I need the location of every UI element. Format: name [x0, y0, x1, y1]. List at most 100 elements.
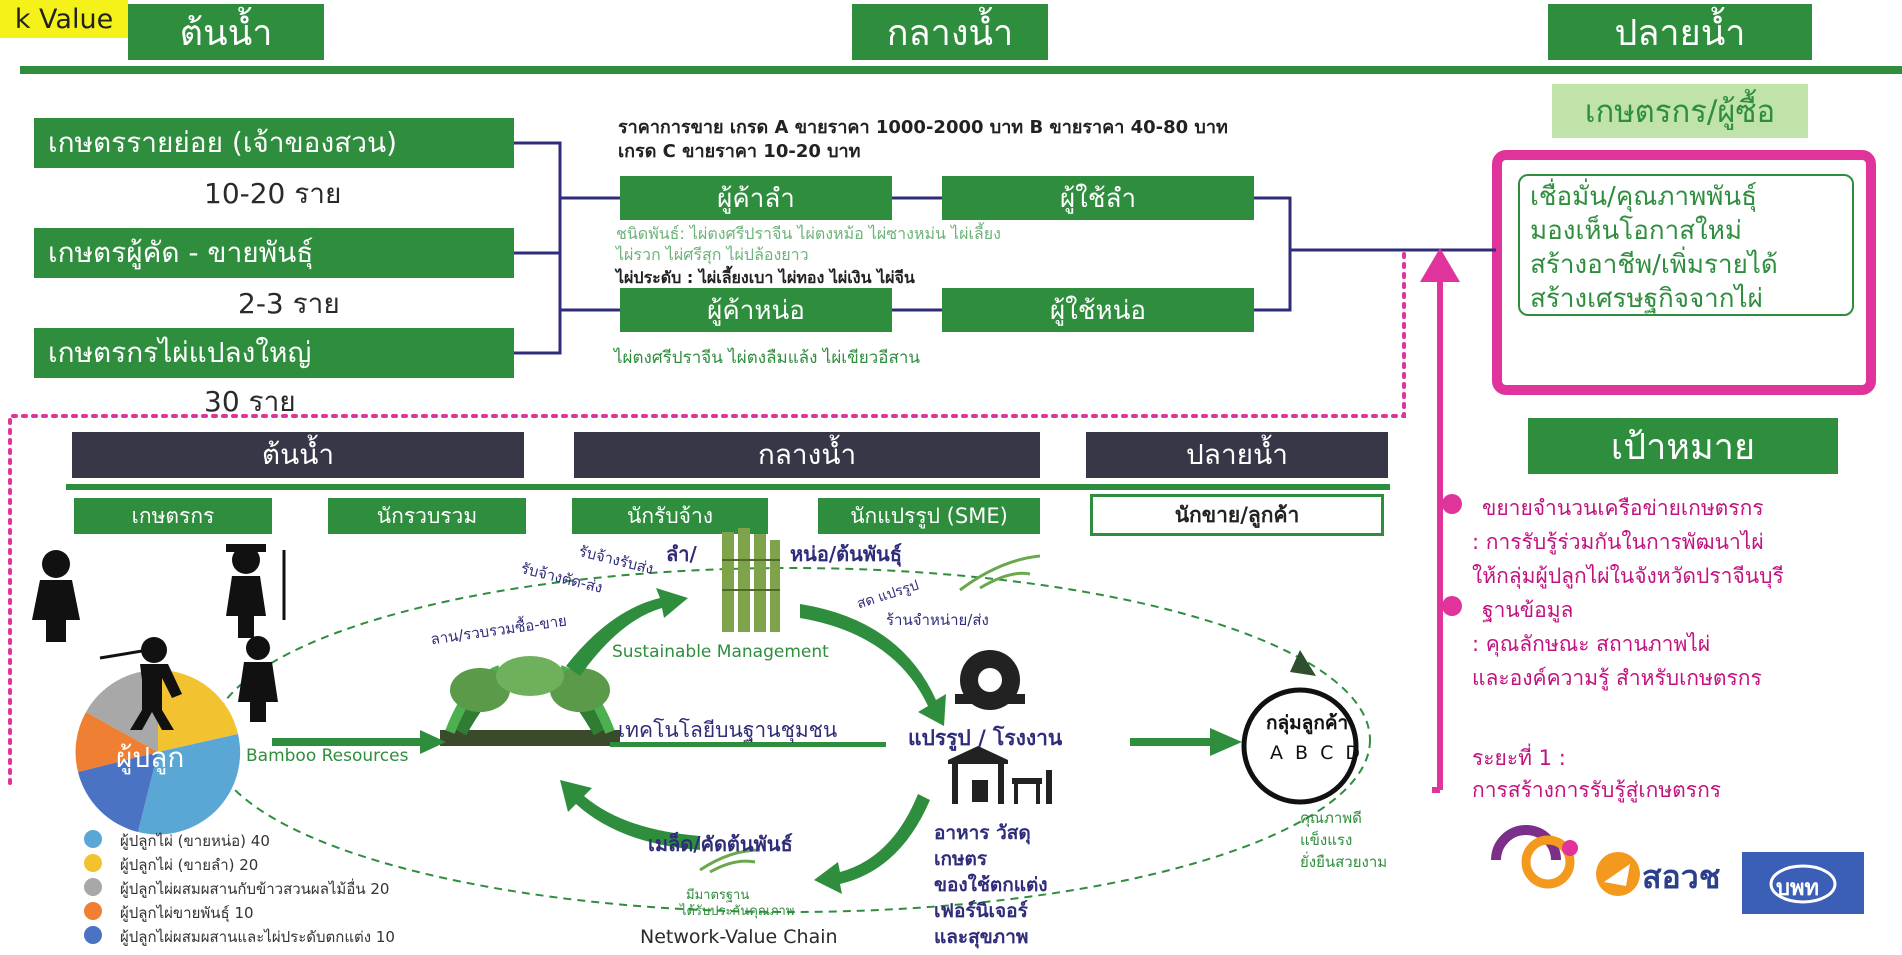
- farmer-silhouette-icon: [32, 544, 286, 730]
- seed-label: เมล็ด/คัดต้นพันธ์: [648, 832, 793, 856]
- target-line-5: : คุณลักษณะ สถานภาพไผ่: [1472, 632, 1711, 656]
- target-bullet-1: [1442, 494, 1462, 514]
- top-header-midstream: กลางน้ำ: [852, 4, 1048, 60]
- magenta-dotted-border: [8, 252, 1406, 792]
- saw-blade-icon: [955, 650, 1025, 710]
- logo-ao-icon: [1491, 825, 1578, 889]
- target-line-4: ฐานข้อมูล: [1482, 598, 1574, 622]
- middle-connectors: [892, 196, 1496, 312]
- product-line-5: และสุขภาพ: [934, 926, 1029, 948]
- lower-green-rule: [66, 484, 1390, 490]
- target-line-2: : การรับรู้ร่วมกันในการพัฒนาไผ่: [1472, 530, 1764, 554]
- process-label: แปรรูป / โรงงาน: [908, 726, 1063, 750]
- legend-dot-5: [84, 926, 102, 944]
- species-stalk-line1: ชนิดพันธ์: ไผ่ตงศรีปราจีน ไผ่ตงหม้อ ไผ่ซ…: [616, 224, 1001, 243]
- price-note-line2: เกรด C ขายราคา 10-20 บาท: [618, 141, 861, 162]
- role-collector: นักรวบรวม: [328, 498, 526, 534]
- farmer-bracket-connector: [514, 141, 620, 355]
- legend-dot-1: [84, 830, 102, 848]
- network-dashed-ellipse: [209, 567, 1371, 913]
- product-line-2: เกษตร: [934, 848, 988, 870]
- standard-line-2: ได้รับประกันคุณภาพ: [680, 904, 795, 919]
- target-line-1: ขยายจำนวนเครือข่ายเกษตรกร: [1482, 496, 1764, 520]
- customer-circle: [1241, 687, 1359, 805]
- legend-label-2: ผู้ปลูกไผ่ (ขายลำ) 20: [120, 856, 259, 874]
- species-ornamental: ไผ่ประดับ : ไผ่เลี้ยงเบา ไผ่ทอง ไผ่เงิน …: [616, 268, 915, 287]
- target-line-3: ให้กลุ่มผู้ปลูกไผ่ในจังหวัดปราจีนบุรี: [1472, 564, 1784, 588]
- benefit-1: เชื่อมั่น/คุณภาพพันธุ์: [1530, 182, 1757, 212]
- buyer-header: เกษตรกร/ผู้ซื้อ: [1552, 84, 1808, 138]
- target-line-6: และองค์ความรู้ สำหรับเกษตรกร: [1472, 666, 1762, 690]
- bamboo-resources-label: Bamboo Resources: [246, 746, 409, 766]
- standard-line-1: มีมาตรฐาน: [686, 888, 750, 903]
- trader-stalk-box: ผู้ค้าลำ: [620, 176, 892, 220]
- legend-dot-4: [84, 902, 102, 920]
- benefit-inner-box: [1518, 174, 1854, 316]
- stalk-label: ลำ/: [666, 542, 697, 566]
- farmer-count-seller: 2-3 ราย: [238, 287, 340, 320]
- target-phase-1: ระยะที่ 1 :: [1472, 746, 1566, 770]
- logo-pwk-box: [1742, 852, 1864, 914]
- price-note-line1: ราคาการขาย เกรด A ขายราคา 1000-2000 บาท …: [618, 117, 1228, 138]
- species-shoot: ไผ่ตงศรีปราจีน ไผ่ตงลืมแล้ง ไผ่เขียวอีสา…: [614, 348, 920, 368]
- trader-shoot-box: ผู้ค้าหน่อ: [620, 288, 892, 332]
- user-shoot-box: ผู้ใช้หน่อ: [942, 288, 1254, 332]
- target-bullet-2: [1442, 596, 1462, 616]
- target-phase-2: การสร้างการรับรู้สู่เกษตรกร: [1472, 778, 1722, 802]
- benefit-frame: [1492, 150, 1876, 395]
- farmer-box-smallholder: เกษตรรายย่อย (เจ้าของสวน): [34, 118, 514, 168]
- farmer-count-smallholder: 10-20 ราย: [204, 177, 342, 210]
- top-header-upstream: ต้นน้ำ: [128, 4, 324, 60]
- lower-header-downstream: ปลายน้ำ: [1086, 432, 1388, 478]
- quality-line-3: ยั่งยืนสวยงาม: [1300, 853, 1388, 871]
- customer-abcd: A B C D: [1270, 742, 1364, 764]
- sustainable-label: Sustainable Management: [612, 642, 829, 662]
- logo-sawp-icon: [1596, 852, 1640, 896]
- role-seller: นักขาย/ลูกค้า: [1090, 494, 1384, 536]
- product-line-4: เฟอร์นิเจอร์: [934, 900, 1028, 922]
- role-farmer: เกษตรกร: [74, 498, 272, 534]
- shoot-label: หน่อ/ต้นพันธุ์: [790, 542, 902, 566]
- network-label: Network-Value Chain: [640, 926, 838, 948]
- product-line-1: อาหาร วัสดุ: [934, 822, 1031, 844]
- bamboo-forest-image: [440, 656, 620, 746]
- bamboo-shoot-image: [699, 554, 1041, 874]
- product-line-3: ของใช้ตกแต่ง: [934, 874, 1048, 896]
- user-stalk-box: ผู้ใช้ลำ: [942, 176, 1254, 220]
- lower-header-midstream: กลางน้ำ: [574, 432, 1040, 478]
- legend-dot-2: [84, 854, 102, 872]
- legend-label-5: ผู้ปลูกไผ่ผสมผสานและไผ่ประดับตกแต่ง 10: [120, 928, 395, 946]
- customer-label: กลุ่มลูกค้า: [1266, 712, 1349, 734]
- furniture-icon: [948, 746, 1052, 804]
- top-header-downstream: ปลายน้ำ: [1548, 4, 1812, 60]
- farmer-box-seller: เกษตรผู้คัด - ขายพันธุ์: [34, 228, 514, 278]
- magenta-up-arrow-icon: [1420, 248, 1460, 282]
- benefit-4: สร้างเศรษฐกิจจากไผ่: [1530, 284, 1763, 314]
- target-header: เป้าหมาย: [1528, 418, 1838, 474]
- grower-label: ผู้ปลูก: [116, 741, 185, 774]
- logo-sawp-text: สอวช: [1642, 858, 1721, 896]
- dashed-arrowhead-icon: [1290, 650, 1316, 676]
- legend-label-4: ผู้ปลูกไผ่ขายพันธุ์ 10: [120, 904, 254, 922]
- role-contractor: นักรับจ้าง: [572, 498, 768, 534]
- benefit-3: สร้างอาชีพ/เพิ่มรายได้: [1530, 250, 1778, 280]
- bamboo-stalk-image: [722, 528, 780, 632]
- species-stalk-line2: ไผ่รวก ไผ่ศรีสุก ไผ่ปล้องยาว: [616, 245, 809, 264]
- shop-label: ร้านจำหน่าย/ส่ง: [886, 611, 989, 629]
- logo-pwk-text: บพท: [1776, 876, 1819, 901]
- legend-label-1: ผู้ปลูกไผ่ (ขายหน่อ) 40: [120, 832, 270, 850]
- legend-dot-3: [84, 878, 102, 896]
- cycle-arrows: [272, 588, 1242, 894]
- quality-line-2: แข็งแรง: [1300, 831, 1353, 849]
- grower-pie-icon: [75, 669, 241, 835]
- quality-line-1: คุณภาพดี: [1300, 809, 1362, 827]
- role-processor: นักแปรรูป (SME): [818, 498, 1040, 534]
- legend-label-3: ผู้ปลูกไผ่ผสมผสานกับข้าวสวนผลไม้อื่น 20: [120, 880, 390, 898]
- lower-header-upstream: ต้นน้ำ: [72, 432, 524, 478]
- farmer-box-large: เกษตรกรไผ่แปลงใหญ่: [34, 328, 514, 378]
- tech-label: เทคโนโลยีบนฐานชุมชน: [618, 718, 838, 742]
- farmer-count-large: 30 ราย: [204, 385, 296, 418]
- corner-tag: k Value: [0, 0, 128, 38]
- benefit-2: มองเห็นโอกาสใหม่: [1530, 216, 1743, 246]
